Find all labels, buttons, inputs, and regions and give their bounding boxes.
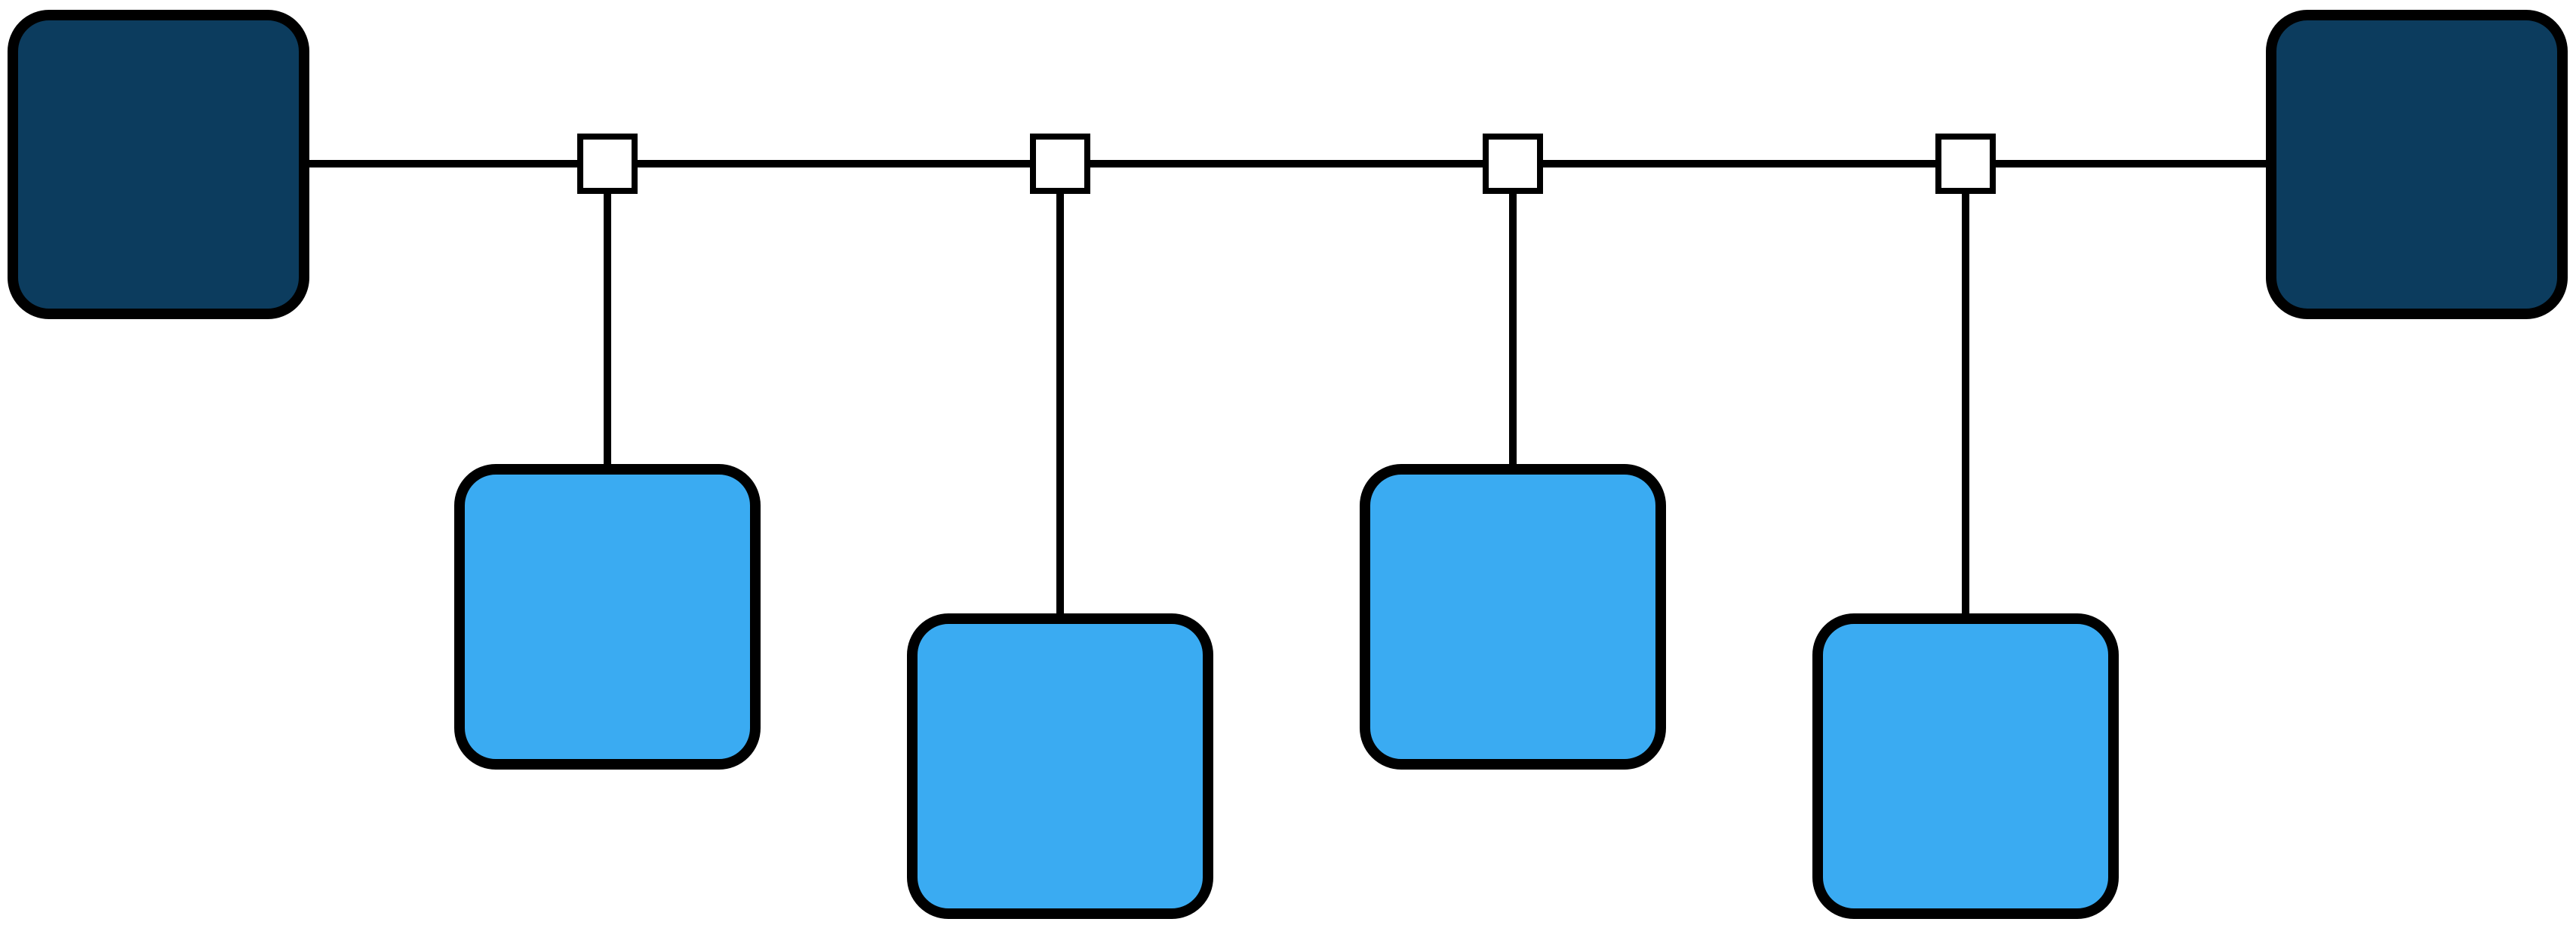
drop-3-connector-line: [1509, 194, 1517, 464]
tap-4-square: [1935, 134, 1996, 194]
node-2-box: [907, 613, 1213, 919]
tap-1-square: [577, 134, 638, 194]
node-1-box: [454, 464, 761, 770]
drop-1-connector-line: [604, 194, 611, 464]
node-3-box: [1360, 464, 1666, 770]
drop-4-connector-line: [1962, 194, 1969, 613]
terminator-left-box: [8, 10, 309, 319]
drop-2-connector-line: [1056, 194, 1064, 613]
tap-2-square: [1030, 134, 1090, 194]
bus-line: [309, 160, 2266, 167]
tap-3-square: [1483, 134, 1543, 194]
terminator-right-box: [2266, 10, 2568, 319]
node-4-box: [1812, 613, 2119, 919]
